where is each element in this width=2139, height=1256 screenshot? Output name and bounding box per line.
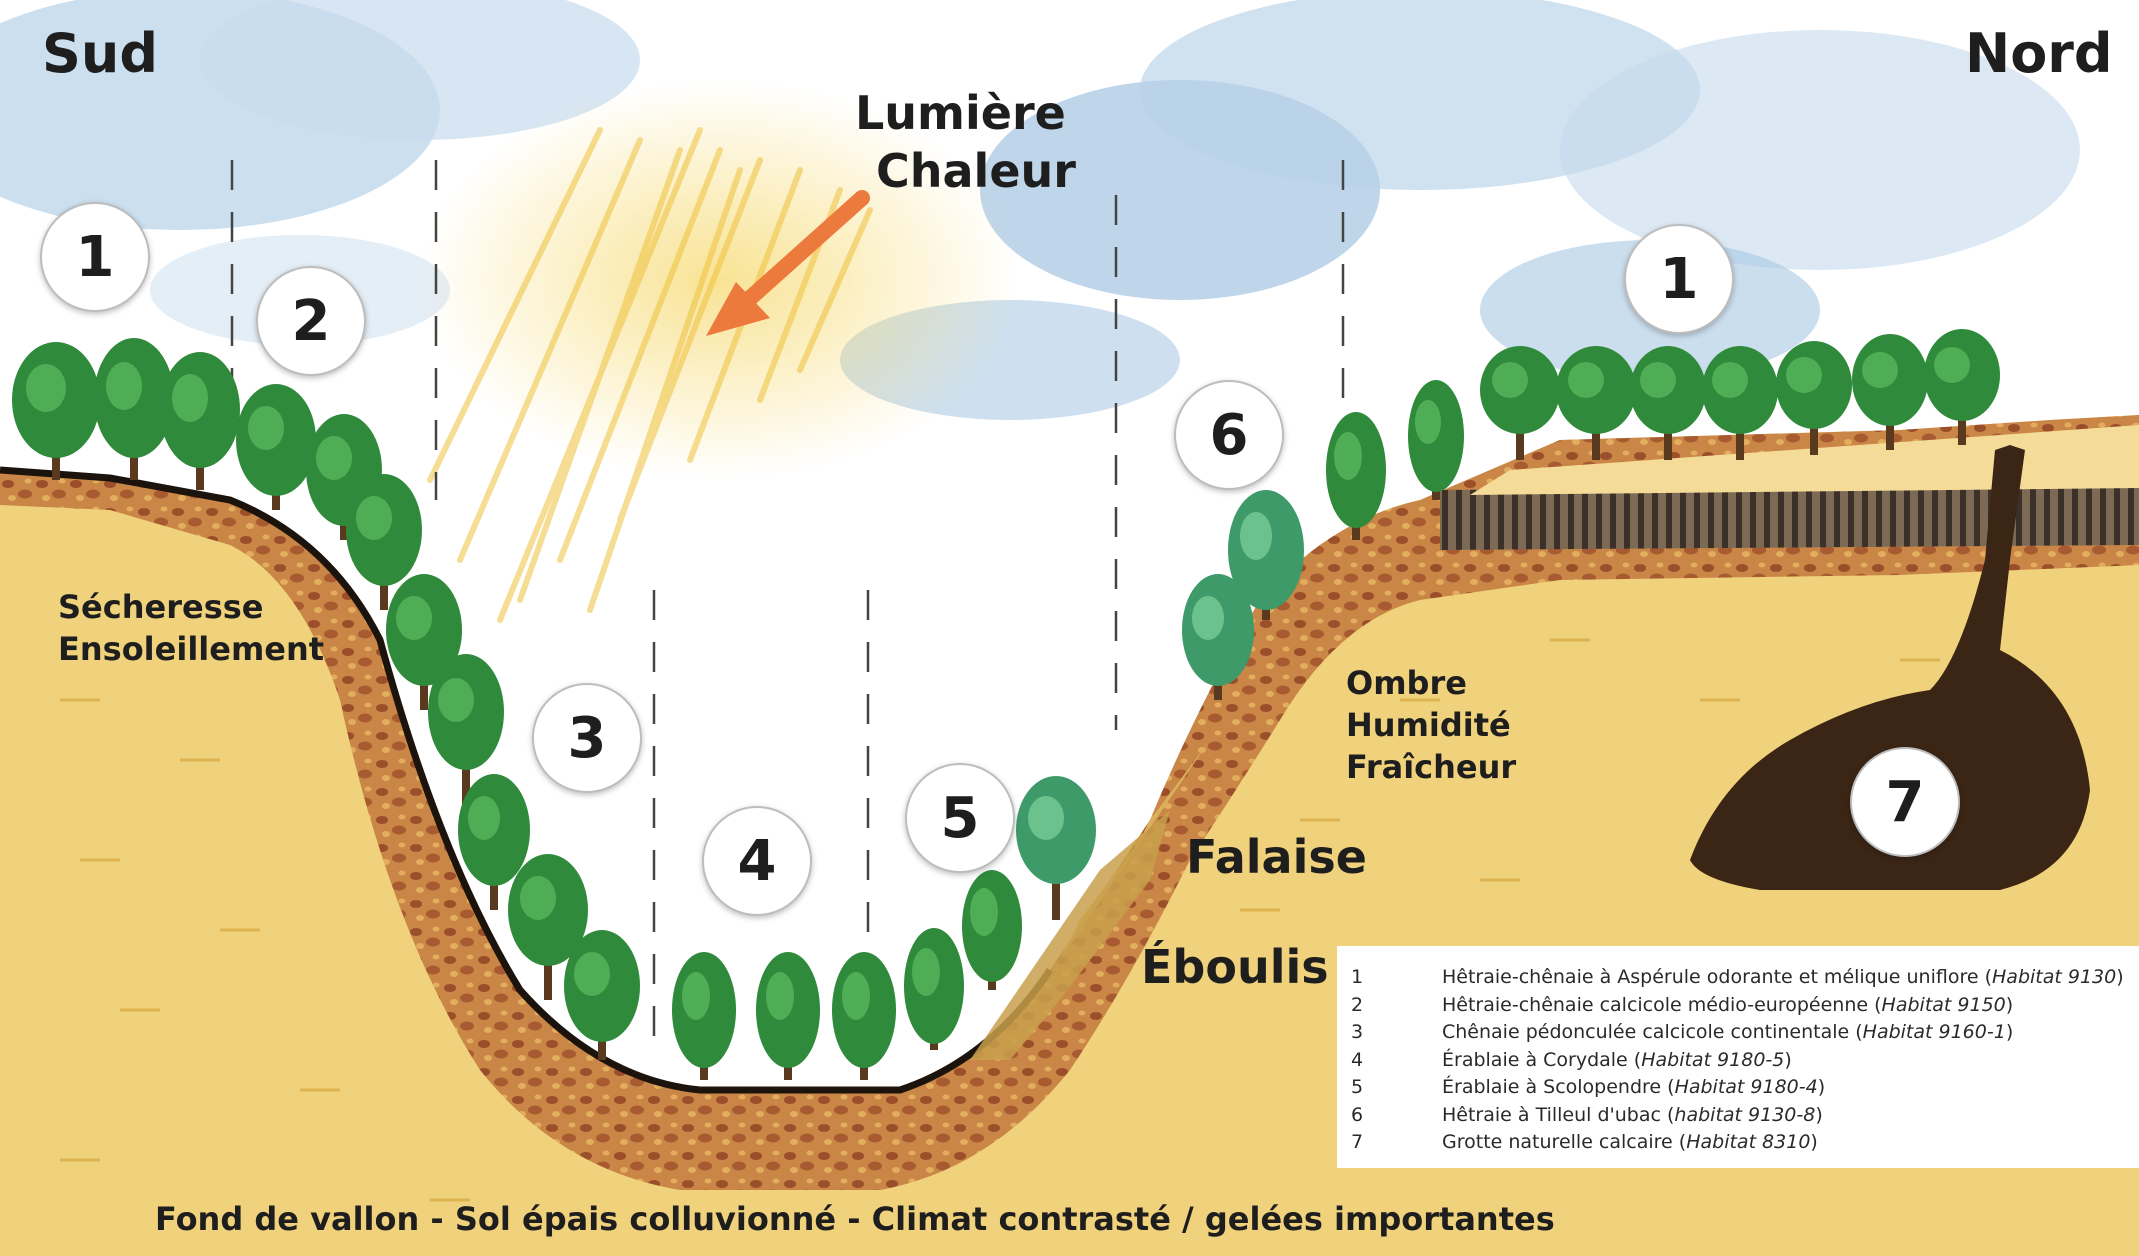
north-slope-condition: Humidité xyxy=(1346,704,1511,746)
south-label: Sud xyxy=(42,22,158,85)
zone-marker: 2 xyxy=(256,266,366,376)
zone-marker: 6 xyxy=(1174,380,1284,490)
legend-number: 7 xyxy=(1351,1129,1442,1157)
heat-label: Chaleur xyxy=(876,142,1076,200)
north-slope-condition: Ombre xyxy=(1346,662,1467,704)
zone-marker: 3 xyxy=(532,683,642,793)
legend-number: 2 xyxy=(1351,992,1442,1020)
cliff-label: Falaise xyxy=(1186,830,1367,884)
legend-number: 4 xyxy=(1351,1047,1442,1075)
legend-number: 3 xyxy=(1351,1019,1442,1047)
legend-text: Érablaie à Scolopendre (Habitat 9180-4) xyxy=(1442,1074,1825,1102)
zone-marker: 7 xyxy=(1850,747,1960,857)
habitat-legend: 1 Hêtraie-chênaie à Aspérule odorante et… xyxy=(1337,946,2139,1168)
zone-marker: 1 xyxy=(1624,224,1734,334)
legend-text: Hêtraie-chênaie à Aspérule odorante et m… xyxy=(1442,964,2124,992)
zone-marker: 1 xyxy=(40,202,150,312)
legend-number: 1 xyxy=(1351,964,1442,992)
south-slope-condition: Ensoleillement xyxy=(58,628,324,670)
legend-text: Hêtraie-chênaie calcicole médio-européen… xyxy=(1442,992,2013,1020)
north-label: Nord xyxy=(1965,22,2113,85)
legend-text: Chênaie pédonculée calcicole continental… xyxy=(1442,1019,2013,1047)
legend-row: 7 Grotte naturelle calcaire (Habitat 831… xyxy=(1351,1129,2139,1157)
legend-row: 4 Érablaie à Corydale (Habitat 9180-5) xyxy=(1351,1047,2139,1075)
legend-row: 1 Hêtraie-chênaie à Aspérule odorante et… xyxy=(1351,964,2139,992)
legend-number: 6 xyxy=(1351,1102,1442,1130)
legend-number: 5 xyxy=(1351,1074,1442,1102)
legend-row: 6 Hêtraie à Tilleul d'ubac (habitat 9130… xyxy=(1351,1102,2139,1130)
legend-text: Grotte naturelle calcaire (Habitat 8310) xyxy=(1442,1129,1818,1157)
scree-label: Éboulis xyxy=(1141,940,1329,994)
north-slope-condition: Fraîcheur xyxy=(1346,746,1516,788)
legend-row: 5 Érablaie à Scolopendre (Habitat 9180-4… xyxy=(1351,1074,2139,1102)
zone-marker: 4 xyxy=(702,806,812,916)
legend-row: 2 Hêtraie-chênaie calcicole médio-europé… xyxy=(1351,992,2139,1020)
light-label: Lumière xyxy=(855,84,1066,142)
legend-text: Hêtraie à Tilleul d'ubac (habitat 9130-8… xyxy=(1442,1102,1823,1130)
valley-floor-caption: Fond de vallon - Sol épais colluvionné -… xyxy=(155,1200,1555,1238)
south-slope-condition: Sécheresse xyxy=(58,586,263,628)
legend-text: Érablaie à Corydale (Habitat 9180-5) xyxy=(1442,1047,1792,1075)
north-bedrock-strata xyxy=(1440,485,2139,550)
legend-row: 3 Chênaie pédonculée calcicole continent… xyxy=(1351,1019,2139,1047)
zone-marker: 5 xyxy=(905,763,1015,873)
